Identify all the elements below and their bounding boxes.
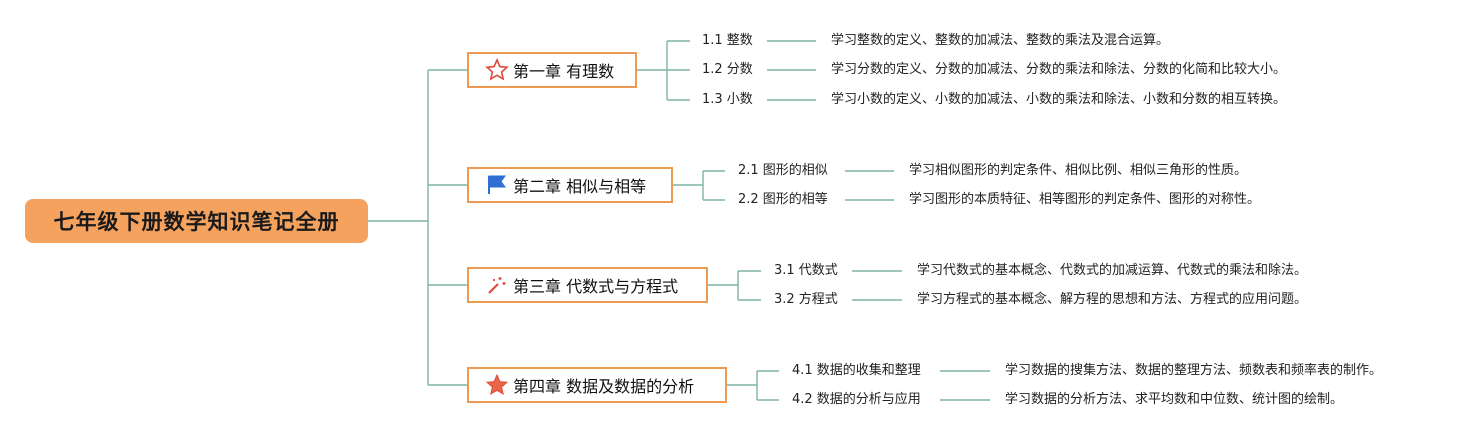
section-desc: 学习方程式的基本概念、解方程的思想和方法、方程式的应用问题。 <box>917 292 1308 307</box>
section-desc: 学习分数的定义、分数的加减法、分数的乘法和除法、分数的化简和比较大小。 <box>831 62 1287 77</box>
section-desc: 学习数据的分析方法、求平均数和中位数、统计图的绘制。 <box>1005 392 1344 407</box>
chapter-node-4[interactable]: 第四章 数据及数据的分析 <box>467 367 727 403</box>
section-desc: 学习数据的搜集方法、数据的整理方法、频数表和频率表的制作。 <box>1005 363 1383 378</box>
root-topic[interactable]: 七年级下册数学知识笔记全册 <box>25 199 368 243</box>
star-filled-icon <box>484 373 509 398</box>
section-label[interactable]: 2.2 图形的相等 <box>738 192 828 207</box>
chapter-title: 第一章 有理数 <box>513 62 615 81</box>
magic-wand-icon <box>484 273 509 298</box>
section-desc: 学习小数的定义、小数的加减法、小数的乘法和除法、小数和分数的相互转换。 <box>831 92 1287 107</box>
chapter-title: 第二章 相似与相等 <box>513 177 647 196</box>
section-label[interactable]: 1.3 小数 <box>702 92 753 107</box>
section-desc: 学习图形的本质特征、相等图形的判定条件、图形的对称性。 <box>909 192 1261 207</box>
chapter-node-2[interactable]: 第二章 相似与相等 <box>467 167 673 203</box>
section-label[interactable]: 1.1 整数 <box>702 33 753 48</box>
flag-icon <box>484 173 509 198</box>
section-label[interactable]: 1.2 分数 <box>702 62 753 77</box>
star-outline-icon <box>484 58 509 83</box>
root-title: 七年级下册数学知识笔记全册 <box>53 210 340 234</box>
chapter-node-1[interactable]: 第一章 有理数 <box>467 52 637 88</box>
chapter-title: 第三章 代数式与方程式 <box>513 277 679 296</box>
section-desc: 学习相似图形的判定条件、相似比例、相似三角形的性质。 <box>909 163 1248 178</box>
section-label[interactable]: 3.2 方程式 <box>774 292 838 307</box>
chapter-title: 第四章 数据及数据的分析 <box>513 377 695 396</box>
section-label[interactable]: 4.2 数据的分析与应用 <box>792 392 921 407</box>
section-desc: 学习代数式的基本概念、代数式的加减运算、代数式的乘法和除法。 <box>917 263 1308 278</box>
section-label[interactable]: 4.1 数据的收集和整理 <box>792 363 921 378</box>
section-label[interactable]: 2.1 图形的相似 <box>738 163 828 178</box>
chapter-node-3[interactable]: 第三章 代数式与方程式 <box>467 267 708 303</box>
section-desc: 学习整数的定义、整数的加减法、整数的乘法及混合运算。 <box>831 33 1170 48</box>
section-label[interactable]: 3.1 代数式 <box>774 263 838 278</box>
